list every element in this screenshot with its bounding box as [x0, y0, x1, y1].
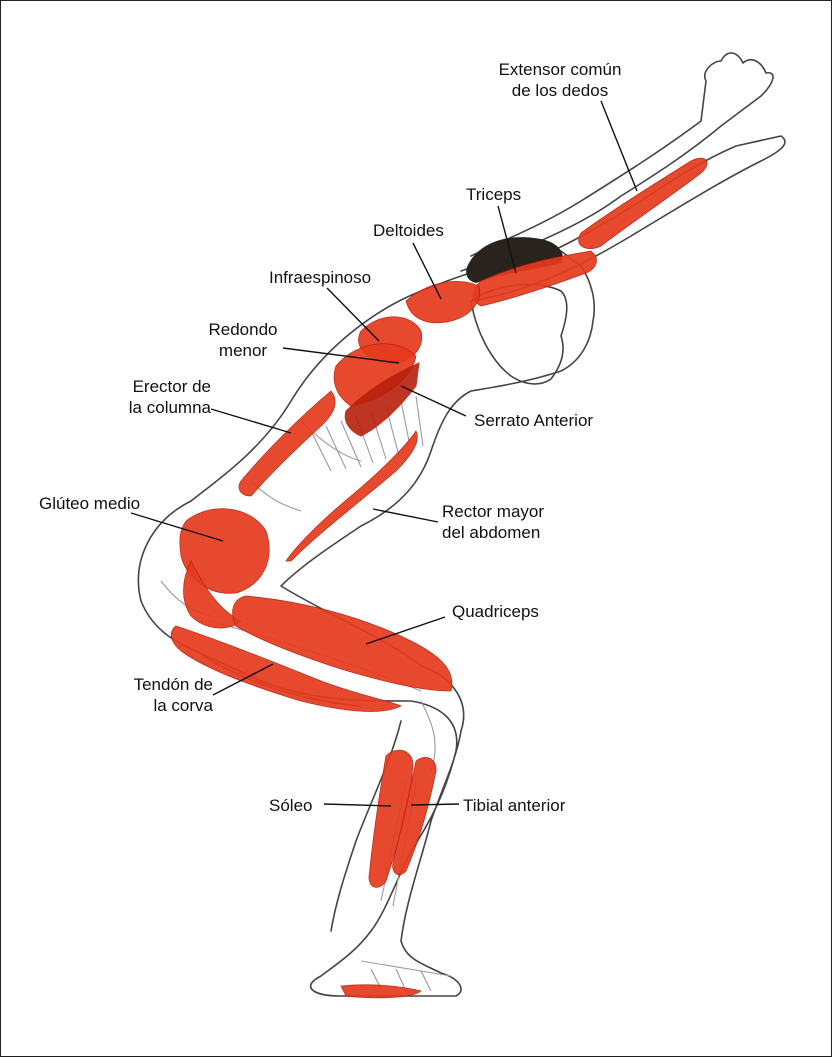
muscle-foot — [340, 984, 422, 999]
leader-rector — [372, 508, 439, 523]
muscle-gluteo-max — [183, 560, 242, 629]
label-erector: Erector de la columna — [128, 377, 211, 417]
muscle-tibial — [392, 757, 437, 876]
muscle-rector — [285, 430, 418, 562]
label-gluteo: Glúteo medio — [39, 494, 141, 513]
label-infraespinoso: Infraespinoso — [269, 268, 372, 287]
label-extensor: Extensor común de los dedos — [498, 60, 622, 100]
leader-tibial — [410, 803, 460, 806]
leader-redondo — [282, 347, 400, 364]
muscle-quadriceps — [232, 595, 453, 692]
muscle-erector — [238, 390, 336, 497]
leader-infraespinoso — [326, 287, 380, 342]
label-triceps: Triceps — [466, 185, 522, 204]
label-tibial: Tibial anterior — [463, 796, 566, 815]
muscle-gluteo — [179, 508, 270, 594]
label-redondo: Redondo menor — [208, 320, 278, 360]
leader-triceps — [497, 205, 517, 274]
muscle-soleo — [368, 749, 414, 888]
leader-tendon — [212, 663, 274, 696]
leader-lines — [130, 100, 638, 807]
leader-deltoides — [412, 242, 442, 300]
muscles — [170, 157, 708, 999]
label-soleo: Sóleo — [269, 796, 313, 815]
label-tendon: Tendón de la corva — [133, 675, 213, 715]
leader-serrato — [400, 385, 467, 417]
muscle-tendon — [170, 625, 402, 712]
leader-gluteo — [130, 512, 224, 542]
label-rector: Rector mayor del abdomen — [442, 502, 545, 542]
muscle-serrato — [344, 362, 420, 437]
leader-quadriceps — [365, 616, 446, 645]
leader-soleo — [323, 803, 392, 807]
leader-extensor — [600, 100, 638, 192]
label-deltoides: Deltoides — [373, 221, 444, 240]
label-quadriceps: Quadriceps — [452, 602, 539, 621]
hair — [466, 237, 563, 283]
label-serrato: Serrato Anterior — [474, 411, 594, 430]
muscle-deltoides — [405, 281, 481, 324]
leader-erector — [210, 408, 292, 434]
muscle-extensor — [578, 157, 708, 250]
